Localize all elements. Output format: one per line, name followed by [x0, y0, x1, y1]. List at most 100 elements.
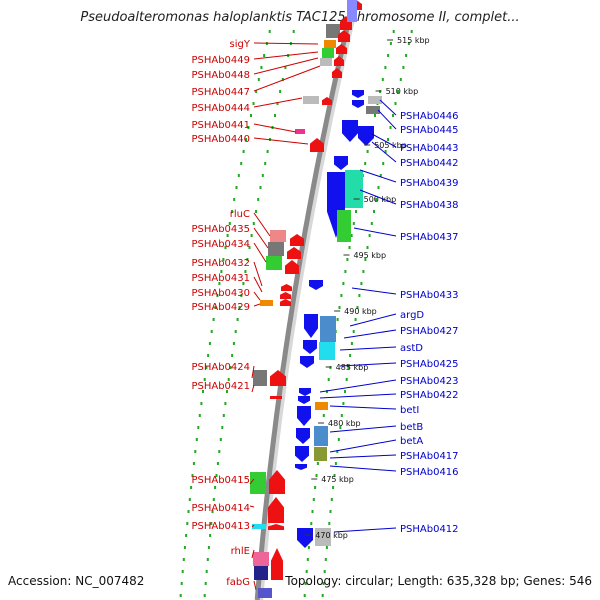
gene-arrow[interactable]: [352, 90, 364, 98]
gene-arrow[interactable]: [281, 284, 292, 291]
right-gene-label[interactable]: argD: [400, 310, 424, 321]
gene-block[interactable]: [270, 396, 282, 399]
gene-arrow[interactable]: [271, 548, 283, 580]
gene-arrow[interactable]: [310, 138, 324, 152]
gene-arrow[interactable]: [322, 97, 332, 105]
gene-arrow[interactable]: [295, 464, 307, 470]
right-gene-label[interactable]: PSHAb0433: [400, 290, 459, 301]
right-gene-label[interactable]: PSHAb0425: [400, 359, 459, 370]
gene-block[interactable]: [250, 472, 266, 494]
gene-block[interactable]: [345, 170, 363, 208]
right-gene-label[interactable]: astD: [400, 343, 423, 354]
gene-block[interactable]: [314, 447, 327, 461]
gene-block[interactable]: [324, 40, 336, 48]
left-gene-label[interactable]: sigY: [230, 39, 251, 50]
left-gene-label[interactable]: rluC: [230, 209, 250, 220]
right-gene-label[interactable]: PSHAb0446: [400, 111, 459, 122]
gene-block[interactable]: [266, 256, 282, 270]
left-gene-label[interactable]: PSHAb0440: [191, 134, 250, 145]
gene-block[interactable]: [320, 58, 332, 66]
gene-arrow[interactable]: [298, 396, 310, 404]
left-gene-label[interactable]: PSHAb0434: [191, 239, 250, 250]
gene-block[interactable]: [303, 96, 319, 104]
gene-arrow[interactable]: [334, 56, 344, 66]
gene-arrow[interactable]: [280, 292, 291, 299]
gene-block[interactable]: [366, 106, 380, 114]
gene-arrow[interactable]: [290, 234, 304, 246]
gene-arrow[interactable]: [297, 528, 313, 548]
gene-arrow[interactable]: [352, 100, 364, 108]
gene-arrow[interactable]: [268, 524, 284, 530]
left-gene-label[interactable]: PSHAb0415: [191, 475, 250, 486]
right-gene-label[interactable]: PSHAb0423: [400, 376, 459, 387]
gene-arrow[interactable]: [358, 126, 374, 146]
gene-block[interactable]: [322, 48, 334, 58]
gene-block[interactable]: [326, 24, 340, 38]
left-gene-label[interactable]: PSHAb0441: [191, 120, 250, 131]
gene-block[interactable]: [268, 242, 284, 256]
gene-block[interactable]: [347, 0, 357, 22]
gene-block[interactable]: [260, 300, 273, 306]
gene-arrow[interactable]: [270, 370, 286, 386]
gene-arrow[interactable]: [336, 44, 347, 54]
left-gene-label[interactable]: PSHAb0447: [191, 87, 250, 98]
gene-arrow[interactable]: [299, 388, 311, 396]
gene-arrow[interactable]: [332, 68, 342, 78]
gene-block[interactable]: [254, 566, 268, 580]
gene-arrow[interactable]: [269, 470, 285, 494]
right-gene-label[interactable]: PSHAb0417: [400, 451, 459, 462]
left-gene-label[interactable]: PSHAb0429: [191, 302, 250, 313]
left-gene-label[interactable]: fabG: [226, 577, 250, 588]
gene-arrow[interactable]: [285, 260, 299, 274]
left-gene-label[interactable]: PSHAb0448: [191, 70, 250, 81]
gene-block[interactable]: [270, 230, 286, 242]
right-gene-label[interactable]: PSHAb0427: [400, 326, 459, 337]
gene-block[interactable]: [315, 402, 328, 410]
gene-arrow[interactable]: [303, 340, 317, 354]
gene-block[interactable]: [295, 129, 305, 134]
right-gene-label[interactable]: betI: [400, 405, 419, 416]
right-gene-label[interactable]: PSHAb0422: [400, 390, 459, 401]
gene-arrow[interactable]: [280, 299, 291, 306]
right-gene-label[interactable]: PSHAb0443: [400, 143, 459, 154]
gene-block[interactable]: [319, 342, 335, 360]
left-gene-label[interactable]: PSHAb0414: [191, 503, 250, 514]
right-gene-label[interactable]: PSHAb0416: [400, 467, 459, 478]
gene-arrow[interactable]: [300, 356, 314, 368]
gene-arrow[interactable]: [295, 446, 309, 462]
left-gene-label[interactable]: PSHAb0449: [191, 55, 250, 66]
left-gene-label[interactable]: PSHAb0430: [191, 288, 250, 299]
gene-arrow[interactable]: [342, 120, 358, 142]
gene-arrow[interactable]: [309, 280, 323, 290]
right-gene-label[interactable]: betB: [400, 422, 423, 433]
right-gene-label[interactable]: PSHAb0438: [400, 200, 459, 211]
left-gene-label[interactable]: PSHAb0413: [191, 521, 250, 532]
gene-arrow[interactable]: [304, 314, 318, 338]
left-gene-label[interactable]: PSHAb0431: [191, 273, 250, 284]
left-gene-label[interactable]: rhlE: [231, 546, 250, 557]
right-gene-label[interactable]: PSHAb0412: [400, 524, 459, 535]
right-gene-label[interactable]: PSHAb0437: [400, 232, 459, 243]
right-gene-label[interactable]: betA: [400, 436, 423, 447]
right-gene-label[interactable]: PSHAb0442: [400, 158, 459, 169]
gene-block[interactable]: [252, 524, 266, 529]
right-gene-label[interactable]: PSHAb0439: [400, 178, 459, 189]
gene-arrow[interactable]: [268, 497, 284, 523]
left-gene-label[interactable]: PSHAb0435: [191, 224, 250, 235]
gene-arrow[interactable]: [334, 156, 348, 170]
right-gene-label[interactable]: PSHAb0445: [400, 125, 459, 136]
left-gene-label[interactable]: PSHAb0432: [191, 258, 250, 269]
gene-block[interactable]: [337, 210, 351, 242]
gene-block[interactable]: [314, 426, 328, 446]
gene-block[interactable]: [320, 316, 336, 342]
gene-arrow[interactable]: [338, 30, 350, 42]
gene-block[interactable]: [253, 552, 269, 566]
gene-block[interactable]: [368, 96, 382, 104]
left-gene-label[interactable]: PSHAb0424: [191, 362, 250, 373]
gene-arrow[interactable]: [297, 406, 311, 426]
gene-block[interactable]: [258, 588, 272, 598]
left-gene-label[interactable]: PSHAb0421: [191, 381, 250, 392]
gene-arrow[interactable]: [296, 428, 310, 444]
gene-block[interactable]: [315, 528, 331, 546]
